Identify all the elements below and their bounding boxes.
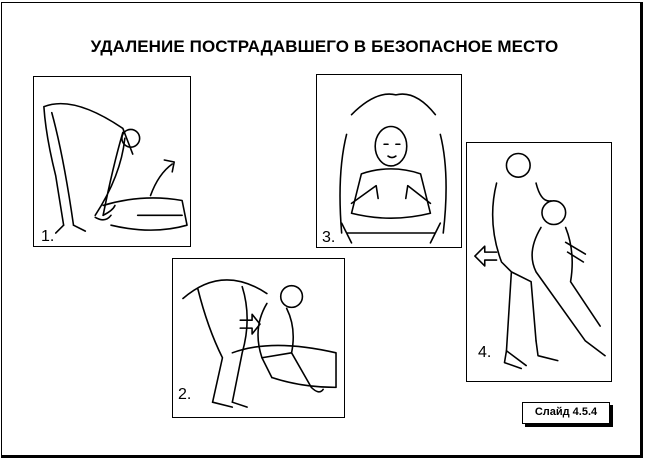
rescuer-grasping-victim-arms-illustration [339,93,447,244]
slide-frame [1,2,643,458]
illustration-step-2: 2. [172,258,345,418]
illustration-step-3: 3. [316,74,462,248]
rescuer-bending-over-victim-illustration [43,102,188,234]
rescuer-dragging-victim-illustration [474,152,606,370]
step-number: 3. [322,229,336,246]
step-number: 1. [41,228,55,245]
step-number: 4. [478,344,492,361]
slide-title: УДАЛЕНИЕ ПОСТРАДАВШЕГО В БЕЗОПАСНОЕ МЕСТ… [90,37,559,56]
rescuer-lifting-victim-illustration [182,279,337,408]
illustration-step-1: 1. [33,76,191,247]
step-number: 2. [178,386,192,403]
slide-number-label: Слайд 4.5.4 [522,402,610,424]
illustration-step-4: 4. [466,142,612,382]
